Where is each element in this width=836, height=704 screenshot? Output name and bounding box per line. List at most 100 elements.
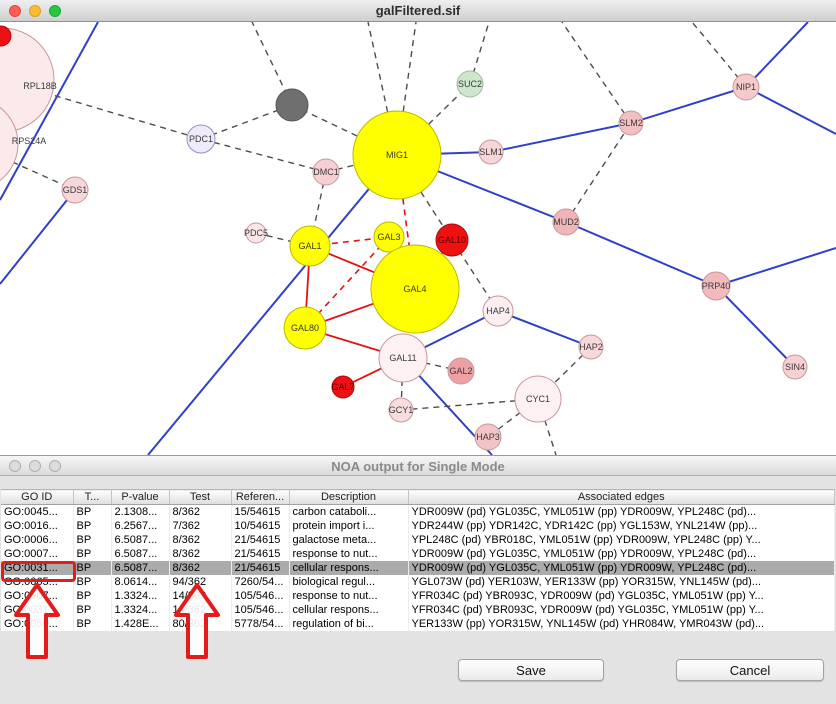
edge-GDS1-offscreen[interactable] [0, 189, 76, 285]
save-button[interactable]: Save [458, 659, 604, 681]
close-button[interactable] [9, 5, 21, 17]
node-GAL4[interactable] [370, 244, 460, 334]
table-row[interactable]: GO:0050...BP1.428E...80/3625778/54...reg… [1, 617, 835, 631]
node-SLM1[interactable] [478, 139, 504, 165]
node-GAL3[interactable] [373, 221, 405, 253]
table-cell: YFR034C (pd) YBR093C, YDR009W (pd) YGL03… [408, 603, 835, 617]
table-cell: 1.428E... [111, 617, 170, 631]
node-GAL80[interactable] [283, 306, 327, 350]
edge-NIP1-offscreen[interactable] [745, 86, 836, 135]
table-row[interactable]: GO:0031...BP1.3324...14/362105/546...cel… [1, 603, 835, 617]
annotation-arrow-go-id [14, 583, 60, 659]
node-PDC5[interactable] [245, 222, 267, 244]
network-graph[interactable]: RPL18BRPS24AGDS1PDC1DMC1MIG1SUC2SLM1SLM2… [0, 21, 836, 456]
node-GCY1[interactable] [388, 397, 414, 423]
edge-MIG1-offscreen[interactable] [147, 154, 398, 456]
node-RPS24A[interactable] [0, 98, 19, 190]
table-cell: 105/546... [231, 603, 290, 617]
node-GAL2[interactable] [447, 357, 475, 385]
noa-window-titlebar[interactable]: NOA output for Single Mode [0, 455, 836, 476]
column-header[interactable]: T... [73, 489, 112, 505]
node-gray[interactable] [275, 88, 309, 122]
node-SUC2[interactable] [456, 70, 484, 98]
column-header[interactable]: Description [289, 489, 409, 505]
minimize-button[interactable] [29, 5, 41, 17]
node-label-SUC2: SUC2 [458, 79, 482, 89]
edge-GAL11-GCY1[interactable] [400, 357, 404, 411]
node-label-HAP2: HAP2 [579, 342, 603, 352]
table-cell: 2.1308... [111, 504, 170, 519]
node-HAP2[interactable] [578, 334, 604, 360]
table-cell: YDR009W (pd) YGL035C, YML051W (pp) YDR00… [408, 561, 835, 575]
node-corner-red[interactable] [0, 25, 12, 47]
node-PRP40[interactable] [701, 271, 731, 301]
edge-SLM1-SLM2[interactable] [490, 122, 632, 153]
node-GDS1[interactable] [61, 176, 89, 204]
edge-NIP1-offscreen[interactable] [745, 21, 809, 88]
node-label-GAL4: GAL4 [403, 284, 426, 294]
edge-CYC1-offscreen[interactable] [537, 398, 557, 456]
node-DMC1[interactable] [312, 158, 340, 186]
node-GAL7[interactable] [331, 375, 355, 399]
node-label-GAL3: GAL3 [377, 232, 400, 242]
node-label-NIP1: NIP1 [736, 82, 756, 92]
column-header[interactable]: Referen... [231, 489, 290, 505]
node-HAP4[interactable] [482, 295, 514, 327]
node-MUD2[interactable] [552, 208, 580, 236]
node-NIP1[interactable] [732, 73, 760, 101]
table-cell: cellular respons... [289, 603, 409, 617]
zoom-button[interactable] [49, 5, 61, 17]
edge-SLM2-NIP1[interactable] [630, 86, 747, 124]
node-PDC1[interactable] [186, 124, 216, 154]
minimize-button[interactable] [29, 460, 41, 472]
table-cell: GO:0045... [1, 504, 74, 519]
edge-RPS24A-GDS1[interactable] [0, 144, 76, 191]
table-row[interactable]: GO:0007...BP1.3324...14/362105/546...res… [1, 589, 835, 603]
table-cell: 1.3324... [111, 603, 170, 617]
cancel-button[interactable]: Cancel [676, 659, 824, 681]
node-SLM2[interactable] [618, 110, 644, 136]
node-GAL11[interactable] [378, 333, 428, 383]
node-HAP3[interactable] [474, 423, 502, 451]
table-cell: 21/54615 [231, 547, 290, 561]
column-header[interactable]: Associated edges [408, 489, 835, 505]
table-cell: galactose meta... [289, 533, 409, 547]
node-label-DMC1: DMC1 [313, 167, 339, 177]
table-cell: BP [73, 533, 112, 547]
node-label-GDS1: GDS1 [63, 185, 88, 195]
node-label-GAL2: GAL2 [449, 366, 472, 376]
edge-DMC1-PDC1[interactable] [200, 138, 327, 173]
edge-gray-MIG1[interactable] [291, 104, 398, 156]
node-SIN4[interactable] [782, 354, 808, 380]
table-cell: 105/546... [231, 589, 290, 603]
node-CYC1[interactable] [514, 375, 562, 423]
node-GAL10[interactable] [435, 223, 469, 257]
edge-HAP4-HAP2[interactable] [497, 310, 592, 348]
edge-MUD2-SLM2[interactable] [565, 122, 632, 223]
column-header[interactable]: GO ID [1, 489, 74, 505]
column-header[interactable]: Test [169, 489, 232, 505]
node-GAL1[interactable] [289, 225, 331, 267]
table-cell: YER133W (pp) YOR315W, YNL145W (pd) YHR08… [408, 617, 835, 631]
edge-offscreen-offscreen[interactable] [0, 21, 99, 201]
node-MIG1[interactable] [352, 110, 442, 200]
table-cell: 6.5087... [111, 561, 170, 575]
edge-PRP40-offscreen[interactable] [715, 247, 836, 287]
edge-SLM2-offscreen[interactable] [561, 21, 632, 124]
edge-PRP40-SIN4[interactable] [715, 285, 796, 368]
table-cell: 1.3324... [111, 589, 170, 603]
column-header[interactable]: P-value [111, 489, 170, 505]
network-window-titlebar[interactable]: galFiltered.sif [0, 0, 836, 22]
close-button[interactable] [9, 460, 21, 472]
edge-MUD2-PRP40[interactable] [565, 221, 717, 287]
edge-NIP1-offscreen[interactable] [691, 21, 747, 88]
zoom-button[interactable] [49, 460, 61, 472]
